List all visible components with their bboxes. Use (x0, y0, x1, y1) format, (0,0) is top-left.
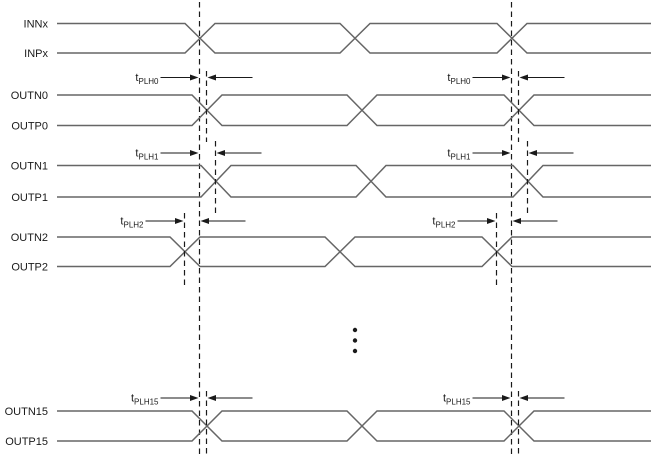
delay-label-subscript: PLH15 (134, 398, 159, 407)
arrow-left-icon (512, 218, 521, 224)
delay-label-base: t (131, 393, 134, 405)
waveform-outn1 (57, 164, 651, 198)
delay-label-tplh15-right: tPLH15 (443, 393, 471, 407)
arrow-left-icon (528, 150, 537, 156)
delay-label-tplh2-right: tPLH2 (432, 216, 456, 230)
arrow-right-icon (190, 150, 199, 156)
ellipsis-dot-icon (352, 348, 358, 354)
delay-label-base: t (135, 148, 138, 160)
delay-label-base: t (447, 72, 450, 84)
arrow-left-icon (200, 218, 209, 224)
arrow-right-icon (502, 74, 511, 81)
arrow-left-icon (519, 74, 528, 81)
arrow-left-icon (519, 395, 528, 401)
waveform-outp15 (57, 410, 651, 442)
signal-label-outn2: OUTN2 (11, 232, 48, 244)
delay-label-base: t (120, 216, 123, 228)
signal-label-outp2: OUTP2 (11, 262, 48, 274)
signal-label-outp0: OUTP0 (11, 121, 48, 133)
delay-label-base: t (443, 393, 446, 405)
waveform-outn2 (57, 236, 651, 268)
arrow-right-icon (190, 395, 199, 401)
arrow-right-icon (190, 74, 199, 81)
arrow-left-icon (216, 150, 225, 156)
delay-label-subscript: PLH0 (138, 77, 159, 86)
arrow-left-icon (207, 395, 216, 401)
delay-label-subscript: PLH1 (138, 153, 159, 162)
delay-label-subscript: PLH2 (123, 221, 144, 230)
arrow-right-icon (502, 150, 511, 156)
signal-label-outn0: OUTN0 (11, 90, 48, 102)
arrow-right-icon (175, 218, 184, 224)
delay-label-base: t (135, 72, 138, 84)
delay-label-subscript: PLH15 (446, 398, 471, 407)
signal-label-outn15: OUTN15 (5, 406, 48, 418)
delay-label-tplh1-left: tPLH1 (135, 148, 159, 162)
delay-label-subscript: PLH1 (450, 153, 471, 162)
signal-label-outn1: OUTN1 (11, 161, 48, 173)
delay-label-tplh15-left: tPLH15 (131, 393, 159, 407)
waveform-inpx (57, 22, 651, 54)
delay-label-base: t (447, 148, 450, 160)
delay-label-subscript: PLH2 (435, 221, 456, 230)
signal-label-outp1: OUTP1 (11, 192, 48, 204)
arrow-right-icon (487, 218, 496, 224)
waveform-outn0 (57, 94, 651, 127)
signal-label-innx: INNx (24, 19, 49, 31)
arrow-right-icon (502, 395, 511, 401)
waveform-outn15 (57, 410, 651, 442)
delay-label-base: t (432, 216, 435, 228)
signal-label-inpx: INPx (24, 48, 48, 60)
signal-label-outp15: OUTP15 (5, 436, 48, 448)
waveform-outp0 (57, 94, 651, 127)
delay-label-tplh1-right: tPLH1 (447, 148, 471, 162)
delay-label-tplh0-left: tPLH0 (135, 72, 159, 86)
waveform-outp1 (57, 164, 651, 198)
delay-label-subscript: PLH0 (450, 77, 471, 86)
ellipsis-dot-icon (352, 327, 358, 333)
delay-label-tplh2-left: tPLH2 (120, 216, 144, 230)
ellipsis-dot-icon (352, 338, 358, 343)
waveform-outp2 (57, 236, 651, 268)
arrow-left-icon (207, 74, 216, 81)
delay-label-tplh0-right: tPLH0 (447, 72, 471, 86)
